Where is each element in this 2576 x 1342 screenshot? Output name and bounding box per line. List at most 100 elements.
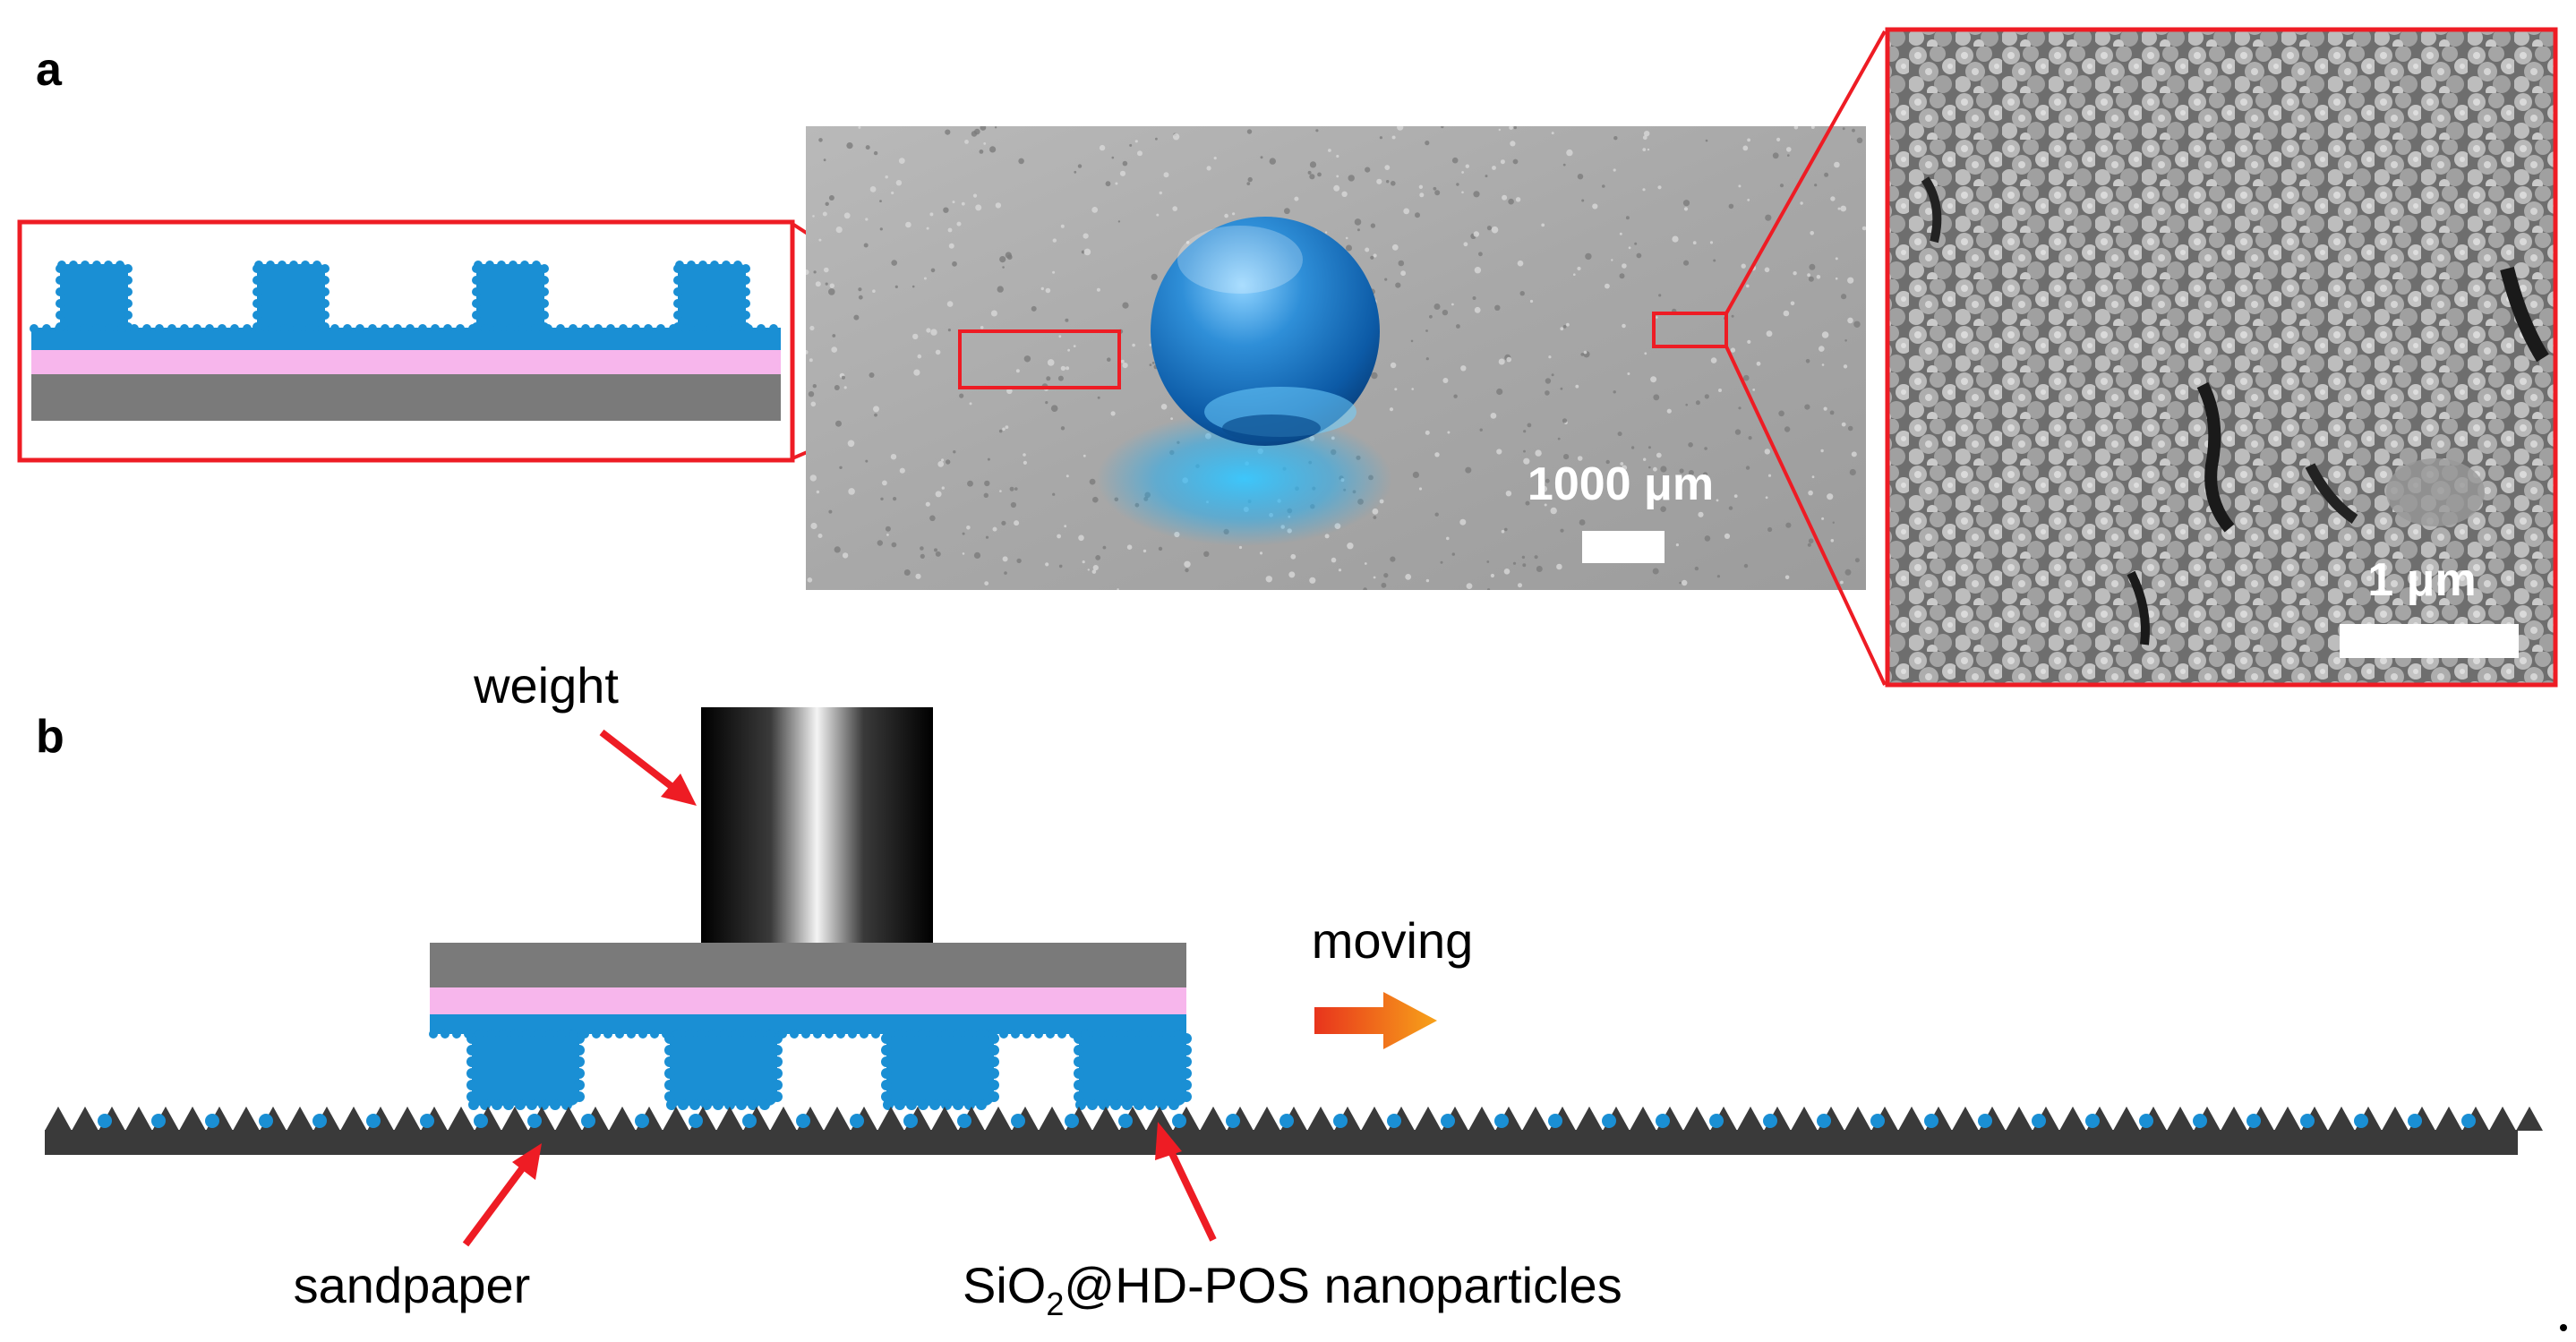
nanoparticle <box>2247 1114 2261 1128</box>
sandpaper-grit <box>1361 1107 1388 1131</box>
nanoparticle <box>98 1114 112 1128</box>
sandpaper-grit <box>2221 1107 2247 1131</box>
nanoparticle <box>742 1114 757 1128</box>
sample-pillar <box>472 1030 579 1106</box>
sandpaper-grit <box>233 1107 260 1131</box>
nanoparticle <box>1656 1114 1670 1128</box>
nanoparticle <box>1978 1114 1992 1128</box>
sandpaper-grit <box>2489 1107 2516 1131</box>
sandpaper-label: sandpaper <box>294 1257 531 1313</box>
nanoparticle <box>1602 1114 1616 1128</box>
sandpaper-grit <box>555 1107 582 1131</box>
sandpaper-grit <box>125 1107 152 1131</box>
nanoparticle <box>2193 1114 2207 1128</box>
sem-scale-bar <box>2340 624 2519 658</box>
sandpaper-grit <box>1737 1107 1764 1131</box>
sandpaper-grit <box>1952 1107 1979 1131</box>
sandpaper-grit <box>1146 1107 1173 1131</box>
nanoparticle <box>1118 1114 1133 1128</box>
sandpaper-grit <box>2167 1107 2194 1131</box>
sem-frame <box>1885 27 2558 688</box>
nanoparticle <box>1279 1114 1294 1128</box>
sandpaper-grit <box>1307 1107 1334 1131</box>
coating-pillar <box>60 264 128 332</box>
coating-layer <box>30 261 781 350</box>
sandpaper-grit <box>2006 1107 2033 1131</box>
nanoparticle <box>2354 1114 2368 1128</box>
weight-cylinder <box>701 707 933 945</box>
nanoparticle <box>1924 1114 1938 1128</box>
nanoparticle <box>2139 1114 2153 1128</box>
nanoparticle <box>903 1114 918 1128</box>
zoom-line-lower-right <box>1724 346 1887 686</box>
nanoparticle <box>2408 1114 2422 1128</box>
sample-coating-base <box>430 1014 1186 1034</box>
nanoparticle <box>796 1114 810 1128</box>
droplet-glow <box>1097 412 1392 546</box>
nanoparticle <box>1387 1114 1401 1128</box>
sandpaper-grit <box>609 1107 636 1131</box>
nanoparticle <box>1817 1114 1831 1128</box>
nanoparticle <box>1065 1114 1079 1128</box>
sandpaper-grit <box>824 1107 851 1131</box>
sandpaper-grit <box>663 1107 689 1131</box>
weight-arrow <box>599 729 697 806</box>
sandpaper-grit <box>1630 1107 1656 1131</box>
sample-pillar <box>886 1030 994 1106</box>
coating-pillar <box>678 264 746 332</box>
panel-b-label: b <box>36 711 64 763</box>
weight-label: weight <box>473 657 619 714</box>
nanoparticle <box>205 1114 219 1128</box>
coating-schematic <box>17 219 795 463</box>
sandpaper-grit <box>1576 1107 1603 1131</box>
sandpaper <box>45 1107 2543 1155</box>
sandpaper-grit <box>1683 1107 1710 1131</box>
sandpaper-grit <box>1415 1107 1442 1131</box>
sandpaper-base <box>45 1130 2518 1155</box>
adhesive-layer <box>31 350 781 374</box>
nanoparticle <box>527 1114 542 1128</box>
nanoparticle <box>2085 1114 2100 1128</box>
nanoparticle <box>1494 1114 1509 1128</box>
photo-scale-label: 1000 μm <box>1528 458 1714 510</box>
sandpaper-grit <box>501 1107 528 1131</box>
water-droplet <box>1151 217 1380 446</box>
nanoparticle <box>2032 1114 2046 1128</box>
trailing-dot <box>2560 1324 2567 1331</box>
droplet-photo: 1000 μm <box>806 126 1866 590</box>
nanoparticle <box>1011 1114 1025 1128</box>
sem-scale-label: 1 μm <box>2367 554 2476 606</box>
sandpaper-grit <box>287 1107 313 1131</box>
photo-scale-bar <box>1582 531 1665 563</box>
sandpaper-grit <box>770 1107 797 1131</box>
sandpaper-grit <box>1468 1107 1495 1131</box>
sample-substrate <box>430 943 1186 987</box>
sandpaper-grit <box>2059 1107 2086 1131</box>
nanoparticle <box>1441 1114 1455 1128</box>
sandpaper-grit <box>1844 1107 1871 1131</box>
sandpaper-grit <box>716 1107 743 1131</box>
nanoparticle <box>957 1114 971 1128</box>
nanoparticle <box>1333 1114 1348 1128</box>
nanoparticle <box>850 1114 864 1128</box>
sandpaper-grit <box>985 1107 1012 1131</box>
sandpaper-grit <box>1522 1107 1549 1131</box>
sample-coating <box>429 1014 1192 1110</box>
sandpaper-grit <box>1898 1107 1925 1131</box>
nanoparticle-arrow <box>1155 1122 1217 1242</box>
sandpaper-grit <box>45 1107 72 1131</box>
substrate-layer <box>31 374 781 421</box>
nanoparticle-label: SiO2@HD-POS nanoparticles <box>963 1257 1622 1322</box>
nanoparticle <box>151 1114 166 1128</box>
sandpaper-grit <box>931 1107 958 1131</box>
nanoparticle <box>2461 1114 2476 1128</box>
sandpaper-grit <box>1254 1107 1280 1131</box>
zoom-line-upper-right <box>1724 30 1887 314</box>
sandpaper-grit <box>448 1107 475 1131</box>
sandpaper-grit <box>2328 1107 2355 1131</box>
nanoparticle <box>2300 1114 2315 1128</box>
sandpaper-grit <box>1039 1107 1065 1131</box>
nanoparticle <box>1548 1114 1562 1128</box>
coating-pillar <box>476 264 544 332</box>
